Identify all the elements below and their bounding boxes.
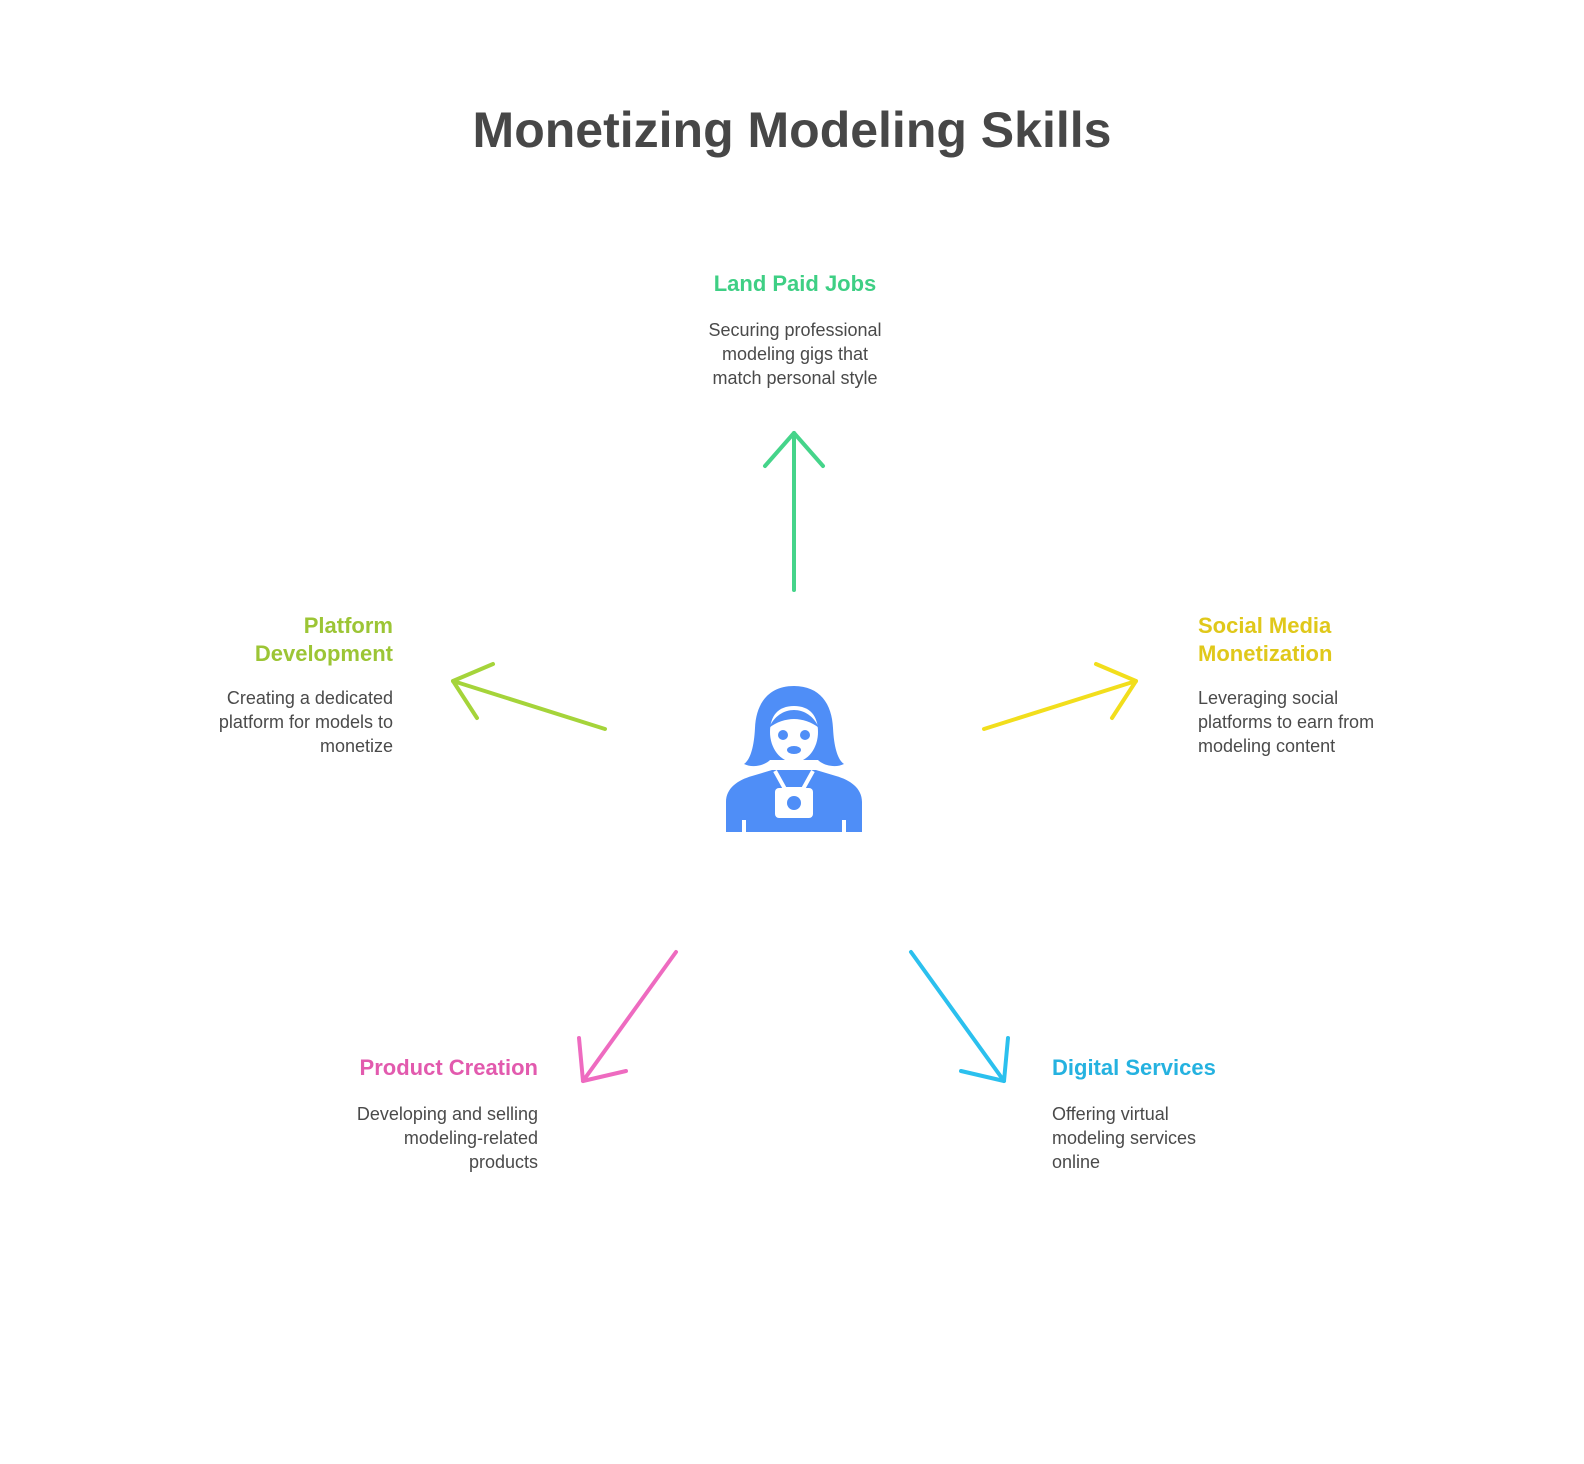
desc-line: modeling content [1198,736,1336,756]
desc-line: products [468,1152,538,1172]
arrow-land-paid-jobs [763,431,825,592]
desc-line: Offering virtual [1052,1104,1169,1124]
desc-line: modeling services [1052,1128,1197,1148]
arrow-digital-services [909,950,1010,1083]
node-platform-development: Platform Development Creating a dedicate… [165,612,393,758]
desc-line: modeling gigs that [721,344,869,364]
desc-line: modeling-related [403,1128,538,1148]
desc-line: monetize [319,736,393,756]
arrow-product-creation [577,950,678,1083]
node-title: Product Creation [359,1055,538,1080]
node-title: Land Paid Jobs [713,271,877,296]
desc-line: Leveraging social [1198,688,1339,708]
title-line: Social Media [1198,613,1332,638]
desc-line: match personal style [712,368,878,388]
desc-line: Securing professional [708,320,882,340]
node-description: Developing and selling modeling-related … [300,1102,538,1174]
title-line: Development [254,641,393,666]
node-digital-services: Digital Services Offering virtual modeli… [1052,1054,1292,1174]
node-title: Social Media Monetization [1198,612,1438,668]
desc-line: platforms to earn from [1198,712,1375,732]
arrow-platform-development [451,662,607,731]
node-description: Securing professional modeling gigs that… [670,318,920,390]
desc-line: Developing and selling [356,1104,538,1124]
arrow-social-media [982,662,1138,731]
desc-line: platform for models to [218,712,393,732]
node-land-paid-jobs: Land Paid Jobs Securing professional mod… [670,270,920,390]
title-line: Monetization [1198,641,1333,666]
node-title: Digital Services [1052,1055,1216,1080]
node-title: Platform Development [165,612,393,668]
model-with-badge-icon [722,682,866,832]
desc-line: online [1052,1152,1101,1172]
node-product-creation: Product Creation Developing and selling … [300,1054,538,1174]
node-description: Offering virtual modeling services onlin… [1052,1102,1292,1174]
node-description: Creating a dedicated platform for models… [165,686,393,758]
node-social-media-monetization: Social Media Monetization Leveraging soc… [1198,612,1438,758]
title-line: Platform [303,613,393,638]
node-description: Leveraging social platforms to earn from… [1198,686,1438,758]
desc-line: Creating a dedicated [226,688,393,708]
diagram-title: Monetizing Modeling Skills [472,102,1112,158]
